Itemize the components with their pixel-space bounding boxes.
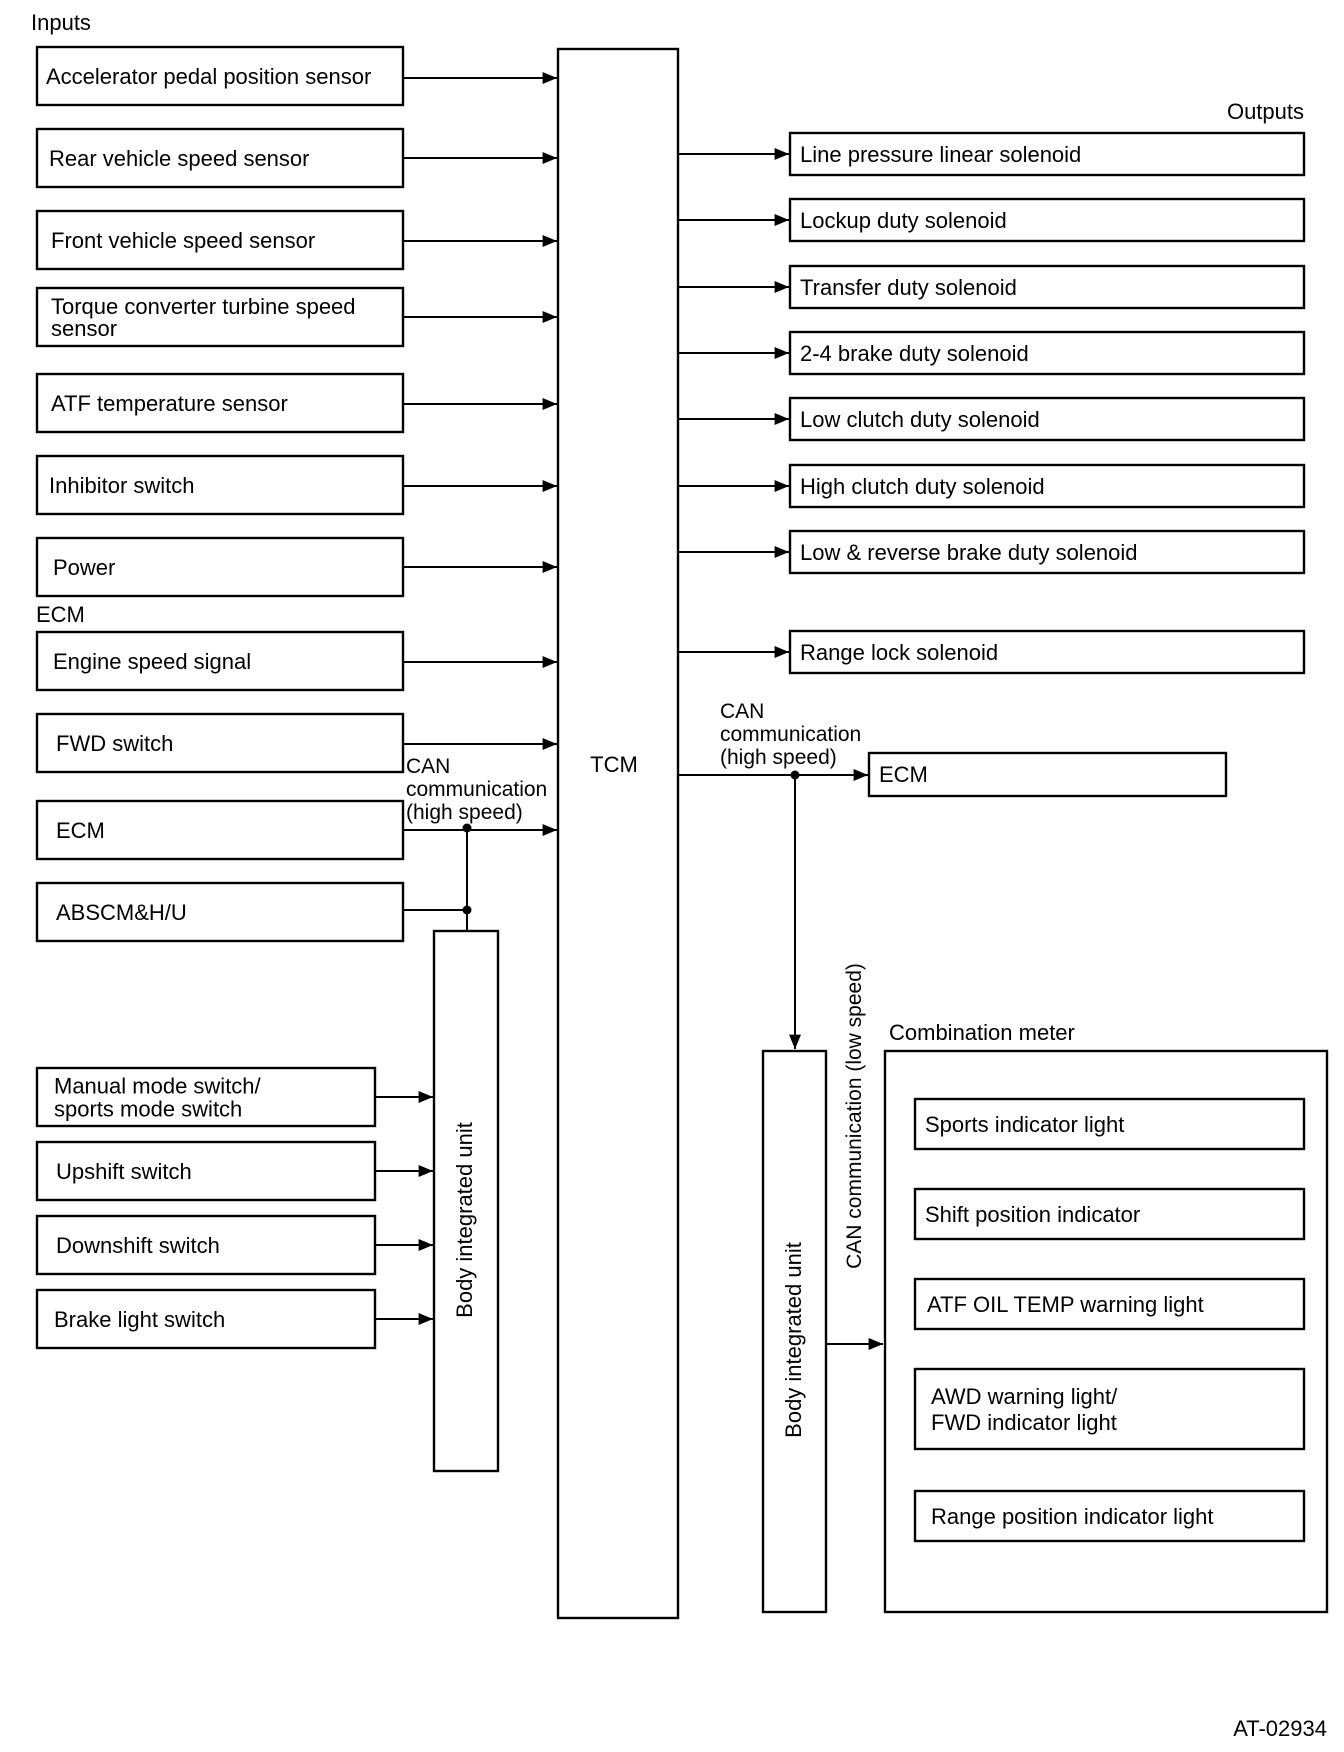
- svg-text:CAN: CAN: [720, 700, 764, 723]
- brake-2-4-duty-solenoid-block: 2-4 brake duty solenoid: [788, 330, 1306, 376]
- torque-converter-turbine-speed-sensor-block-label: Torque converter turbine speed: [51, 294, 356, 319]
- front-vehicle-speed-sensor-block: Front vehicle speed sensor: [35, 209, 405, 271]
- transfer-duty-solenoid-label: Transfer duty solenoid: [800, 275, 1017, 300]
- range-position-indicator-light-block-label: Range position indicator light: [931, 1504, 1214, 1529]
- ecm-input-block-label: ECM: [56, 818, 105, 843]
- manual-mode-switch-block-label: Manual mode switch/: [54, 1074, 262, 1099]
- sports-indicator-light-block: Sports indicator light: [913, 1097, 1306, 1151]
- upshift-switch-block: Upshift switch: [35, 1140, 377, 1202]
- engine-speed-signal-block: Engine speed signal: [35, 630, 405, 692]
- ecm-group-heading: ECM: [36, 602, 85, 627]
- svg-text:(high speed): (high speed): [406, 801, 523, 824]
- downshift-switch-block-label: Downshift switch: [56, 1233, 220, 1258]
- body-integrated-unit-right: Body integrated unit: [761, 1049, 828, 1614]
- svg-text:(high speed): (high speed): [720, 746, 837, 769]
- power-block-label: Power: [53, 555, 115, 580]
- fwd-switch-block-label: FWD switch: [56, 731, 173, 756]
- awd-warning-light-block-label: AWD warning light/: [931, 1384, 1118, 1409]
- brake-2-4-duty-solenoid-label: 2-4 brake duty solenoid: [800, 341, 1029, 366]
- svg-text:Body integrated unit: Body integrated unit: [781, 1242, 806, 1438]
- accelerator-pedal-position-sensor-block-label: Accelerator pedal position sensor: [46, 64, 371, 89]
- manual-mode-switch-block: Manual mode switch/sports mode switch: [35, 1066, 377, 1128]
- line-pressure-linear-solenoid-label: Line pressure linear solenoid: [800, 142, 1081, 167]
- figure-id: AT-02934: [1233, 1716, 1327, 1741]
- rear-vehicle-speed-sensor-block: Rear vehicle speed sensor: [35, 127, 405, 189]
- tcm-label: TCM: [590, 752, 638, 777]
- combination-meter-heading: Combination meter: [889, 1020, 1075, 1045]
- outputs-heading: Outputs: [1227, 99, 1304, 124]
- power-block: Power: [35, 536, 405, 598]
- downshift-switch-block: Downshift switch: [35, 1214, 377, 1276]
- inputs-heading: Inputs: [31, 10, 91, 35]
- rear-vehicle-speed-sensor-block-label: Rear vehicle speed sensor: [49, 146, 309, 171]
- abscm-hu-block: ABSCM&H/U: [35, 881, 405, 943]
- lockup-duty-solenoid-label: Lockup duty solenoid: [800, 208, 1007, 233]
- brake-light-switch-block-label: Brake light switch: [54, 1307, 225, 1332]
- low-clutch-duty-solenoid-label: Low clutch duty solenoid: [800, 407, 1040, 432]
- svg-text:CAN: CAN: [406, 755, 450, 778]
- can-high-speed-left-label: CAN communication (high speed): [406, 755, 547, 824]
- upshift-switch-block-label: Upshift switch: [56, 1159, 192, 1184]
- sports-indicator-light-block-label: Sports indicator light: [925, 1112, 1124, 1137]
- svg-text:communication: communication: [720, 723, 861, 746]
- svg-text:ECM: ECM: [879, 762, 928, 787]
- tcm-block: TCM: [556, 47, 680, 1620]
- atf-temperature-sensor-block-label: ATF temperature sensor: [51, 391, 288, 416]
- ecm-input-block: ECM: [35, 799, 405, 861]
- high-clutch-duty-solenoid-label: High clutch duty solenoid: [800, 474, 1045, 499]
- awd-warning-light-block: AWD warning light/FWD indicator light: [913, 1367, 1306, 1451]
- low-reverse-brake-duty-solenoid-label: Low & reverse brake duty solenoid: [800, 540, 1138, 565]
- range-lock-solenoid-label: Range lock solenoid: [800, 640, 998, 665]
- abscm-hu-block-label: ABSCM&H/U: [56, 900, 187, 925]
- transfer-duty-solenoid-block: Transfer duty solenoid: [788, 264, 1306, 310]
- input-arrows: [403, 72, 557, 836]
- atf-oil-temp-warning-light-block: ATF OIL TEMP warning light: [913, 1277, 1306, 1331]
- inhibitor-switch-block-label: Inhibitor switch: [49, 473, 195, 498]
- body-unit-input-blocks: Manual mode switch/sports mode switchUps…: [35, 1066, 433, 1350]
- accelerator-pedal-position-sensor-block: Accelerator pedal position sensor: [35, 45, 405, 107]
- can-left-junction-top: [462, 823, 472, 833]
- brake-light-switch-block: Brake light switch: [35, 1288, 377, 1350]
- torque-converter-turbine-speed-sensor-block-label: sensor: [51, 316, 117, 341]
- awd-warning-light-block-label: FWD indicator light: [931, 1410, 1117, 1435]
- can-left-junction-bottom: [462, 905, 472, 915]
- manual-mode-switch-block-label: sports mode switch: [54, 1097, 242, 1122]
- lockup-duty-solenoid-block: Lockup duty solenoid: [788, 197, 1306, 243]
- fwd-switch-block: FWD switch: [35, 712, 405, 774]
- low-reverse-brake-duty-solenoid-block: Low & reverse brake duty solenoid: [788, 529, 1306, 575]
- front-vehicle-speed-sensor-block-label: Front vehicle speed sensor: [51, 228, 315, 253]
- high-clutch-duty-solenoid-block: High clutch duty solenoid: [788, 463, 1306, 509]
- ecm-output-block: ECM: [867, 751, 1228, 798]
- atf-oil-temp-warning-light-block-label: ATF OIL TEMP warning light: [927, 1292, 1204, 1317]
- can-high-speed-right-label: CAN communication (high speed): [720, 700, 861, 769]
- range-lock-solenoid-block: Range lock solenoid: [788, 629, 1306, 675]
- svg-text:Body integrated unit: Body integrated unit: [452, 1122, 477, 1318]
- range-position-indicator-light-block: Range position indicator light: [913, 1489, 1306, 1543]
- low-clutch-duty-solenoid-block: Low clutch duty solenoid: [788, 396, 1306, 442]
- body-integrated-unit-left: Body integrated unit: [432, 929, 500, 1473]
- engine-speed-signal-block-label: Engine speed signal: [53, 649, 251, 674]
- line-pressure-linear-solenoid-block: Line pressure linear solenoid: [788, 131, 1306, 177]
- can-low-speed-label: CAN communication (low speed): [843, 963, 866, 1269]
- atf-temperature-sensor-block: ATF temperature sensor: [35, 372, 405, 434]
- svg-text:communication: communication: [406, 778, 547, 801]
- shift-position-indicator-block-label: Shift position indicator: [925, 1202, 1140, 1227]
- shift-position-indicator-block: Shift position indicator: [913, 1187, 1306, 1241]
- inhibitor-switch-block: Inhibitor switch: [35, 454, 405, 516]
